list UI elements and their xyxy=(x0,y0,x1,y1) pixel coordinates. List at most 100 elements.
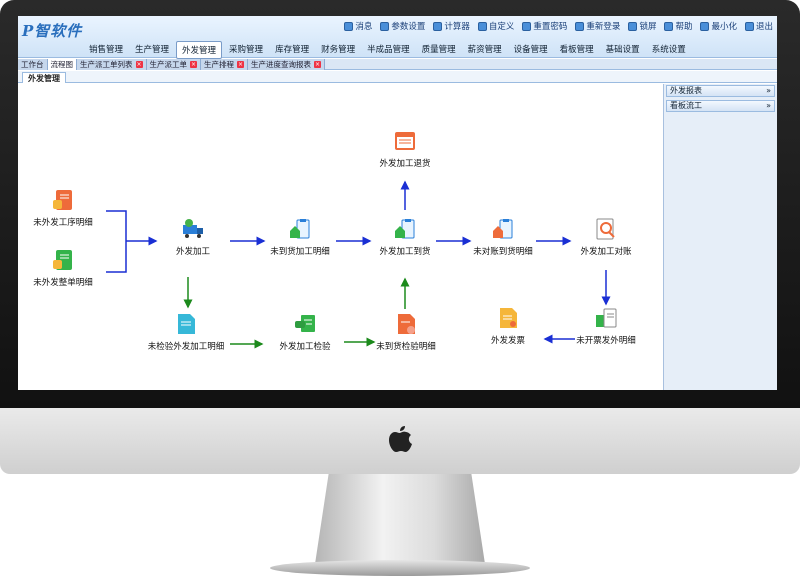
node-label: 未对账到货明细 xyxy=(473,247,533,257)
node-label: 外发发票 xyxy=(490,336,525,346)
subtab-outsource[interactable]: 外发管理 xyxy=(22,72,66,83)
clipboard-house-icon xyxy=(395,219,415,239)
node-label: 未到货检验明细 xyxy=(376,342,436,352)
node-label: 外发加工退货 xyxy=(379,159,431,169)
node-uninspected-detail[interactable]: 未检验外发加工明细 xyxy=(136,312,236,352)
menu-item[interactable]: 采购管理 xyxy=(229,45,264,55)
menu-item[interactable]: 库存管理 xyxy=(275,45,310,55)
close-icon[interactable]: × xyxy=(190,61,197,68)
monitor-base xyxy=(270,560,530,576)
tab-label: 生产进度查询报表 xyxy=(251,59,311,69)
flow-arrows xyxy=(106,180,611,349)
help-icon xyxy=(664,21,674,31)
toolbar-label: 消息 xyxy=(355,22,373,32)
monitor-stand xyxy=(315,474,485,564)
node-outsource-process[interactable]: 外发加工 xyxy=(143,217,243,257)
toolbar-label: 帮助 xyxy=(675,22,693,32)
node-not-arrived-detail[interactable]: 未到货加工明细 xyxy=(250,217,350,257)
tab[interactable]: 生产派工单× xyxy=(146,59,201,70)
node-outsource-invoice[interactable]: 外发发票 xyxy=(458,306,558,346)
magnifier-document-icon xyxy=(596,218,615,240)
node-unsent-process-detail[interactable]: 未外发工序明细 xyxy=(18,188,113,228)
document-green-icon xyxy=(53,250,72,270)
menu-item[interactable]: 财务管理 xyxy=(321,45,356,55)
apple-logo-icon xyxy=(389,426,412,452)
lock-icon xyxy=(628,21,638,31)
tab[interactable]: 生产派工单列表× xyxy=(77,59,147,70)
exit-button[interactable]: 退出 xyxy=(744,20,773,32)
menu-item[interactable]: 系统设置 xyxy=(651,45,686,55)
node-outsource-arrival[interactable]: 外发加工到货 xyxy=(355,217,455,257)
node-label: 未到货加工明细 xyxy=(270,247,330,257)
invoice-yellow-icon xyxy=(500,308,517,328)
panel-section[interactable]: 看板流工» xyxy=(666,100,775,112)
close-icon[interactable]: × xyxy=(237,61,244,68)
tab[interactable]: 工作台 xyxy=(18,59,48,70)
message-button[interactable]: 消息 xyxy=(344,20,372,32)
panel-section-label: 外发报表 xyxy=(670,86,702,95)
menu-item[interactable]: 质量管理 xyxy=(421,45,456,55)
exit-icon xyxy=(744,21,754,31)
node-label: 外发加工到货 xyxy=(379,247,431,257)
node-unsent-order-detail[interactable]: 未外发整单明细 xyxy=(18,248,113,288)
toolbar-label: 退出 xyxy=(755,22,773,32)
node-label: 未检验外发加工明细 xyxy=(147,342,225,352)
key-button[interactable]: 重置密码 xyxy=(522,20,567,32)
chevron-icon: » xyxy=(766,86,771,95)
menu-item[interactable]: 半成品管理 xyxy=(367,45,410,55)
document-tabs: 工作台流程图生产派工单列表×生产派工单×生产排程×生产进度查询报表× xyxy=(18,59,777,70)
settings-icon xyxy=(380,21,390,31)
message-icon xyxy=(344,21,354,31)
relogin-button[interactable]: 重新登录 xyxy=(575,20,620,32)
calculator-icon xyxy=(433,21,443,31)
menu-item[interactable]: 基础设置 xyxy=(605,45,640,55)
toolbar-label: 重置密码 xyxy=(533,22,568,32)
close-icon[interactable]: × xyxy=(135,61,143,68)
calculator-button[interactable]: 计算器 xyxy=(433,20,470,32)
node-label: 未外发整单明细 xyxy=(33,278,93,288)
menu-item[interactable]: 生产管理 xyxy=(135,45,170,55)
app-logo: P智软件 xyxy=(22,22,83,40)
node-outsource-inspection[interactable]: 外发加工检验 xyxy=(255,312,355,352)
node-label: 未外发工序明细 xyxy=(33,218,93,228)
tab-label: 流程图 xyxy=(50,59,74,69)
right-panel: 外发报表 » 看板流工» xyxy=(663,84,777,390)
document-red-icon xyxy=(398,314,415,334)
truck-icon xyxy=(183,219,203,238)
menu-item[interactable]: 薪资管理 xyxy=(467,45,502,55)
clipboard-house-icon xyxy=(290,219,310,239)
minimize-button[interactable]: 最小化 xyxy=(700,20,737,32)
clipboard-house-icon xyxy=(493,219,513,239)
document-orange-icon xyxy=(53,190,72,210)
tab-label: 生产派工单列表 xyxy=(80,59,133,69)
customize-button[interactable]: 自定义 xyxy=(477,20,514,32)
help-button[interactable]: 帮助 xyxy=(664,20,692,32)
toolbar-label: 计算器 xyxy=(444,22,470,32)
node-outsource-reconcile[interactable]: 外发加工对账 xyxy=(556,217,656,257)
tab-label: 工作台 xyxy=(21,59,44,69)
top-bar: P智软件 消息参数设置 计算器自定义 重置密码重新登录 锁屏 帮助 最小化 退出 销售管理 生… xyxy=(18,16,777,59)
node-label: 外发加工对账 xyxy=(580,247,632,257)
tab[interactable]: 生产进度查询报表× xyxy=(248,59,325,70)
node-outsource-return[interactable]: 外发加工退货 xyxy=(355,129,455,169)
menu-item[interactable]: 设备管理 xyxy=(513,45,548,55)
panel-section[interactable]: 外发报表 » xyxy=(666,85,775,97)
tab[interactable]: 生产排程× xyxy=(201,59,248,70)
menu-item[interactable]: 看板管理 xyxy=(559,45,594,55)
sub-tab-bar: 外发管理 xyxy=(18,71,777,83)
tab[interactable]: 流程图 xyxy=(47,59,77,70)
menu-item[interactable]: 销售管理 xyxy=(89,45,124,55)
document-cyan-icon xyxy=(178,314,195,334)
lock-button[interactable]: 锁屏 xyxy=(628,20,656,32)
toolbar: 消息参数设置 计算器自定义 重置密码重新登录 锁屏 帮助 最小化 退出 xyxy=(344,20,773,32)
node-uninvoiced-detail[interactable]: 未开票发外明细 xyxy=(556,306,656,346)
node-label: 未开票发外明细 xyxy=(576,336,636,346)
close-icon[interactable]: × xyxy=(314,61,321,68)
toolbar-label: 最小化 xyxy=(711,22,737,32)
settings-button[interactable]: 参数设置 xyxy=(380,20,425,32)
node-arrival-inspection-detail[interactable]: 未到货检验明细 xyxy=(356,312,456,352)
node-unreconciled-detail[interactable]: 未对账到货明细 xyxy=(453,217,553,257)
menu-item[interactable]: 外发管理 xyxy=(176,41,223,59)
relogin-icon xyxy=(575,21,585,31)
toolbar-label: 锁屏 xyxy=(639,22,657,32)
